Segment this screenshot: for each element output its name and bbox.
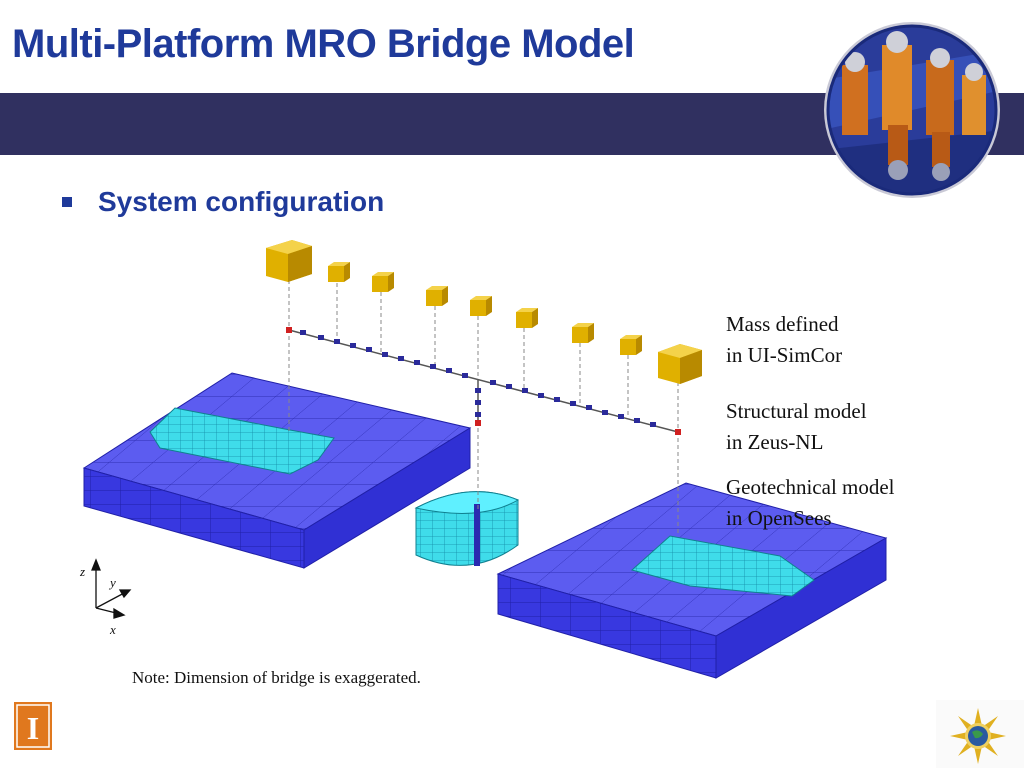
axis-triad — [91, 558, 132, 619]
svg-text:I: I — [27, 710, 39, 746]
bullet-square-icon — [62, 197, 72, 207]
footnote: Note: Dimension of bridge is exaggerated… — [132, 668, 421, 687]
bridge-deck — [286, 327, 681, 435]
mass-block — [426, 286, 448, 306]
structural-label-line2: in Zeus-NL — [726, 430, 824, 454]
geotechnical-label-line1: Geotechnical model — [726, 475, 895, 499]
bullet-text: System configuration — [98, 186, 385, 217]
slide-title: Multi-Platform MRO Bridge Model — [12, 22, 635, 66]
axis-y-label: y — [108, 575, 116, 590]
axis-x-label: x — [109, 622, 116, 637]
university-logo-icon: I — [14, 702, 52, 750]
mass-label: Mass defined in UI-SimCor — [726, 309, 842, 371]
mass-block — [266, 240, 312, 282]
mass-block — [658, 344, 702, 384]
mass-block — [572, 323, 594, 343]
mass-block — [372, 272, 394, 292]
mass-block — [470, 296, 492, 316]
bullet-item: System configuration — [62, 186, 384, 218]
mass-block — [328, 262, 350, 282]
left-soil-block — [82, 372, 472, 569]
structural-label: Structural model in Zeus-NL — [726, 396, 867, 458]
mass-block — [620, 335, 642, 355]
bridge-diagram: z y x — [79, 240, 888, 679]
sun-globe-icon — [936, 700, 1024, 768]
pier-foundation — [388, 491, 520, 598]
mass-label-line1: Mass defined — [726, 312, 839, 336]
mass-block — [516, 308, 538, 328]
geotechnical-label-line2: in OpenSees — [726, 506, 832, 530]
axis-z-label: z — [79, 564, 85, 579]
actuator-photo-icon — [824, 22, 1000, 198]
geotechnical-label: Geotechnical model in OpenSees — [726, 472, 895, 534]
right-soil-block — [496, 482, 888, 679]
structural-label-line1: Structural model — [726, 399, 867, 423]
mass-blocks — [266, 240, 702, 384]
mass-label-line2: in UI-SimCor — [726, 343, 843, 367]
